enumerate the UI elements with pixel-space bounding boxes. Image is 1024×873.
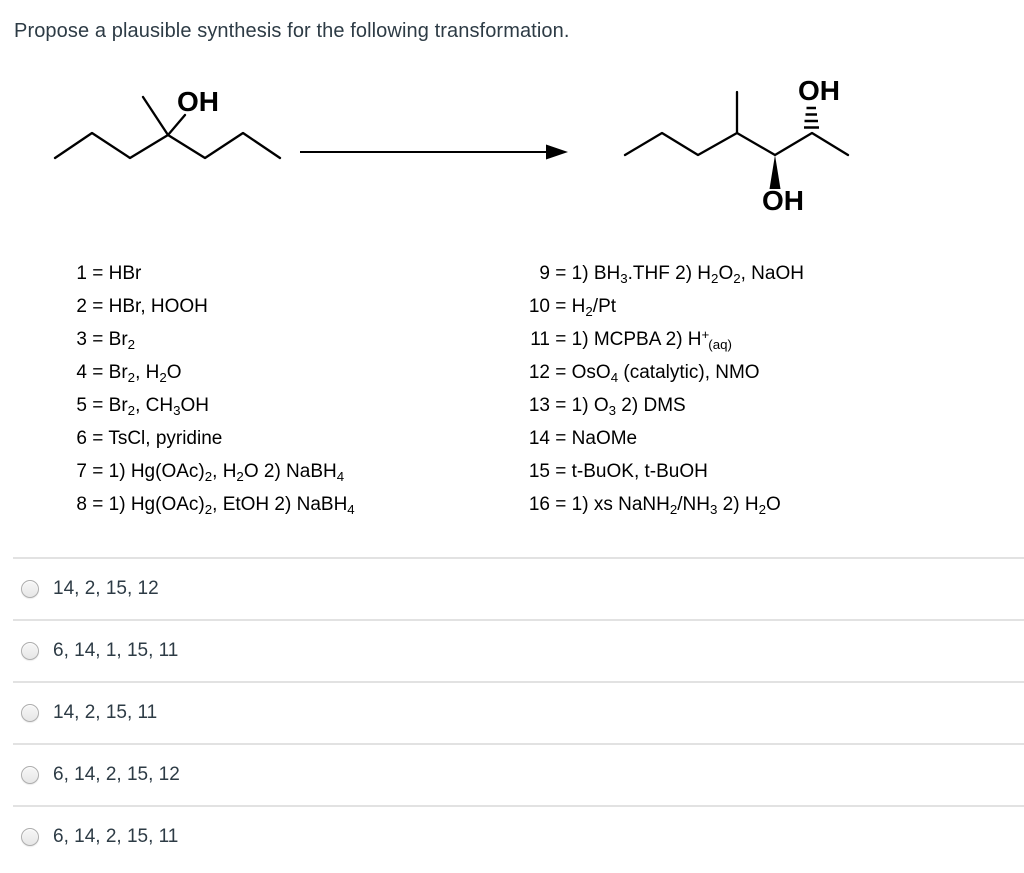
radio-button[interactable] [21,766,39,784]
answer-option[interactable]: 14, 2, 15, 11 [13,681,1024,743]
answer-label: 6, 14, 2, 15, 12 [53,764,180,785]
answer-label: 14, 2, 15, 12 [53,578,159,599]
radio-button[interactable] [21,580,39,598]
equals-sign: = [87,362,109,383]
answer-label: 6, 14, 1, 15, 11 [53,640,179,661]
equals-sign: = [550,428,572,449]
reaction-scheme: OH OH OH [53,75,850,216]
reagent-item: 13 = 1) O3 2) DMS [520,389,804,422]
reagent-item: 14 = NaOMe [520,422,804,455]
radio-button[interactable] [21,642,39,660]
answer-option[interactable]: 6, 14, 2, 15, 12 [13,743,1024,805]
question-text: Propose a plausible synthesis for the fo… [14,20,570,42]
start-material-structure: OH [53,86,282,160]
equals-sign: = [87,263,109,284]
equals-sign: = [87,461,109,482]
reagent-item: 6 = TsCl, pyridine [75,422,355,455]
reagent-number: 12 [528,362,550,383]
answer-label: 14, 2, 15, 11 [53,702,158,723]
reagent-formula: 1) Hg(OAc)2, H2O 2) NaBH4 [108,461,345,484]
equals-sign: = [550,362,572,383]
equals-sign: = [87,296,109,317]
equals-sign: = [550,461,572,482]
reagent-item: 10 = H2/Pt [520,290,804,323]
reagent-number: 15 [528,461,550,482]
reagent-number: 10 [528,296,550,317]
reagent-number: 13 [528,395,550,416]
reagent-item: 15 = t-BuOK, t-BuOH [520,455,804,488]
reagent-formula: NaOMe [571,428,638,449]
reagent-number: 6 [76,428,87,449]
reagent-number: 14 [528,428,550,449]
reagent-formula: OsO4 (catalytic), NMO [571,362,760,385]
reagent-item: 16 = 1) xs NaNH2/NH3 2) H2O [520,488,804,521]
reagent-number: 1 [76,263,87,284]
reagent-item: 9 = 1) BH3.THF 2) H2O2, NaOH [520,257,804,290]
equals-sign: = [87,494,109,515]
reagent-number: 4 [76,362,87,383]
reagent-formula: 1) xs NaNH2/NH3 2) H2O [571,494,781,517]
reagent-number: 5 [76,395,87,416]
answer-option[interactable]: 14, 2, 15, 12 [13,557,1024,619]
reagent-item: 2 = HBr, HOOH [75,290,355,323]
reagent-number: 11 [530,329,550,350]
reagent-formula: HBr [108,263,142,284]
product-oh-top-label: OH [798,75,840,106]
equals-sign: = [550,395,572,416]
answer-option[interactable]: 6, 14, 2, 15, 11 [13,805,1024,867]
reagent-item: 1 = HBr [75,257,355,290]
reagent-number: 2 [76,296,87,317]
equals-sign: = [550,329,572,350]
equals-sign: = [87,395,109,416]
reagent-item: 8 = 1) Hg(OAc)2, EtOH 2) NaBH4 [75,488,355,521]
equals-sign: = [87,428,109,449]
reagent-number: 8 [76,494,87,515]
reagent-formula: 1) Hg(OAc)2, EtOH 2) NaBH4 [108,494,355,517]
reagent-list-left: 1 = HBr 2 = HBr, HOOH 3 = Br2 4 = Br2, H… [75,257,355,521]
start-oh-label: OH [177,86,219,117]
reagent-formula: HBr, HOOH [108,296,208,317]
reagent-list-right: 9 = 1) BH3.THF 2) H2O2, NaOH 10 = H2/Pt … [520,257,804,521]
equals-sign: = [87,329,109,350]
reagent-item: 12 = OsO4 (catalytic), NMO [520,356,804,389]
reagent-item: 7 = 1) Hg(OAc)2, H2O 2) NaBH4 [75,455,355,488]
reagent-number: 16 [528,494,550,515]
product-oh-bottom-label: OH [762,185,804,216]
reagent-formula: Br2, H2O [108,362,182,385]
answer-options: 14, 2, 15, 12 6, 14, 1, 15, 11 14, 2, 15… [0,557,1024,867]
product-structure: OH OH [623,75,850,216]
reagent-number: 9 [539,263,550,284]
equals-sign: = [550,263,572,284]
reagent-formula: Br2 [108,329,136,352]
reagent-number: 3 [76,329,87,350]
answer-option[interactable]: 6, 14, 1, 15, 11 [13,619,1024,681]
hashed-wedge-bond [804,106,819,129]
reagent-formula: Br2, CH3OH [108,395,209,418]
reagent-item: 3 = Br2 [75,323,355,356]
reagent-number: 7 [76,461,87,482]
reagent-item: 5 = Br2, CH3OH [75,389,355,422]
reaction-arrow [300,144,568,160]
reagent-item: 4 = Br2, H2O [75,356,355,389]
reagent-item: 11 = 1) MCPBA 2) H+(aq) [520,323,804,356]
reagent-formula: TsCl, pyridine [108,428,223,449]
reagent-formula: t-BuOK, t-BuOH [571,461,708,482]
radio-button[interactable] [21,704,39,722]
equals-sign: = [550,296,572,317]
answer-label: 6, 14, 2, 15, 11 [53,826,179,847]
radio-button[interactable] [21,828,39,846]
equals-sign: = [550,494,572,515]
reagent-formula: 1) MCPBA 2) H+(aq) [571,327,732,352]
reagent-formula: 1) O3 2) DMS [571,395,686,418]
reagent-formula: H2/Pt [571,296,617,319]
bold-wedge-bond [769,155,781,189]
reagent-formula: 1) BH3.THF 2) H2O2, NaOH [571,263,804,286]
